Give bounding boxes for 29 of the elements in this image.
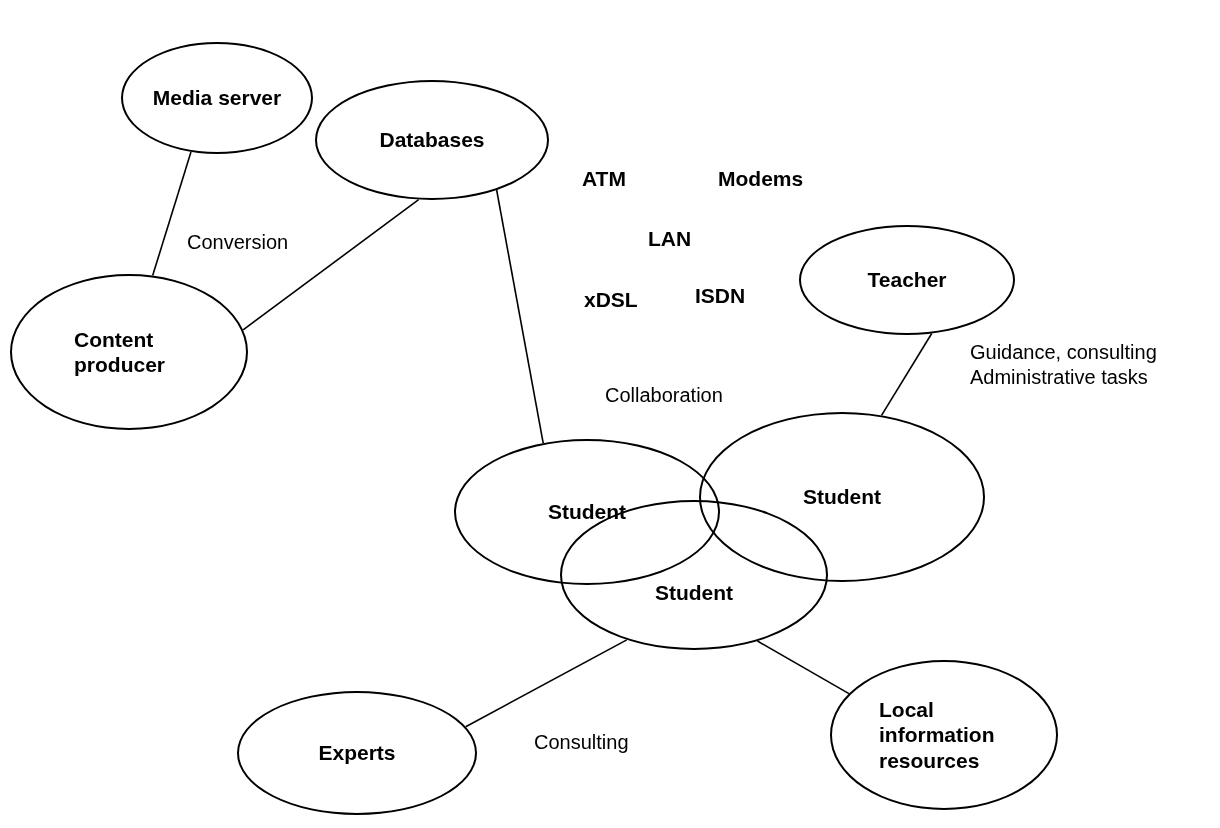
network-label: ISDN bbox=[695, 283, 746, 309]
node-label: Local information resources bbox=[879, 697, 996, 773]
oval-node bbox=[121, 42, 313, 154]
connector-line bbox=[464, 639, 628, 728]
connector-line bbox=[756, 640, 850, 695]
oval-node bbox=[315, 80, 549, 200]
network-label: LAN bbox=[648, 226, 692, 252]
node-label: Student bbox=[654, 580, 734, 606]
node-label: Student bbox=[802, 484, 882, 510]
oval-node bbox=[699, 412, 985, 582]
node-label: Experts bbox=[318, 740, 396, 766]
oval-node bbox=[454, 439, 720, 585]
oval-node bbox=[10, 274, 248, 430]
connector-line bbox=[495, 189, 544, 444]
connector-line bbox=[151, 151, 192, 277]
oval-node bbox=[830, 660, 1058, 810]
node-label: Teacher bbox=[867, 267, 947, 293]
node-label: Databases bbox=[379, 127, 485, 153]
connector-line bbox=[880, 332, 933, 417]
network-label: ATM bbox=[582, 166, 626, 192]
oval-node bbox=[799, 225, 1015, 335]
oval-node bbox=[237, 691, 477, 815]
node-label: Media server bbox=[152, 85, 282, 111]
network-label: xDSL bbox=[584, 287, 638, 313]
network-label: Modems bbox=[718, 166, 804, 192]
node-label: Student bbox=[547, 499, 627, 525]
node-label: Content producer bbox=[74, 326, 166, 378]
connector-line bbox=[242, 198, 420, 331]
annotation-label: Collaboration bbox=[605, 383, 723, 407]
